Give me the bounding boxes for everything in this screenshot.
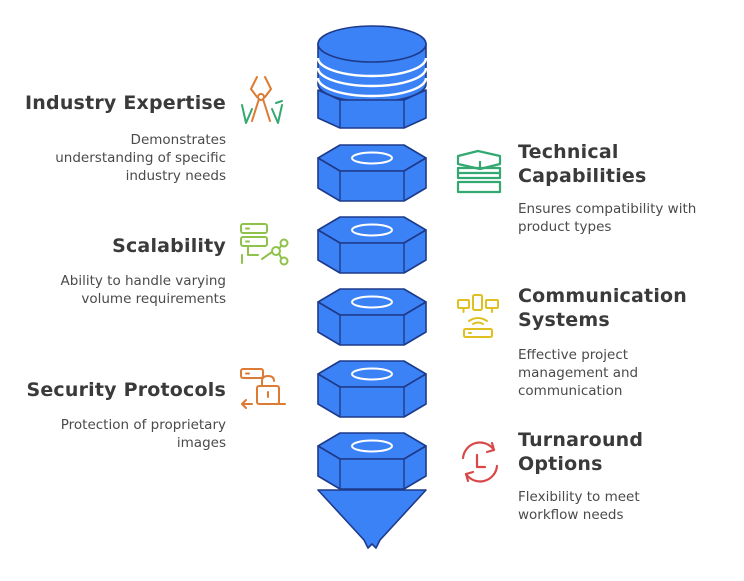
turnaround-options-title: Turnaround Options: [518, 429, 644, 475]
security-protocols-title: Security Protocols: [26, 379, 226, 401]
nut-3-side: [317, 301, 427, 346]
security-protocols-description: Protection of proprietary images: [60, 417, 226, 451]
nut-3-hole: [351, 295, 393, 309]
drill-nut-hole: [351, 439, 393, 453]
cylinder-band-3: [316, 77, 428, 98]
scalability-title: Scalability: [112, 235, 226, 257]
technical-capabilities-title: Technical Capabilities: [518, 141, 647, 187]
top-cylinder-hex-base: [317, 89, 427, 129]
cylinder-band-2: [316, 67, 428, 88]
nut-2-hole: [351, 223, 393, 237]
drill-tip: [317, 489, 427, 549]
scalability-description: Ability to handle varying volume require…: [60, 273, 226, 307]
pliers-icon: [241, 76, 283, 124]
nut-1-hole: [351, 151, 393, 165]
server-network-icon: [240, 223, 289, 266]
drill-nut-side: [317, 445, 427, 490]
clock-cycle-icon: [461, 441, 499, 483]
devices-router-icon: [457, 294, 499, 338]
technical-capabilities-description: Ensures compatibility with product types: [518, 201, 697, 235]
industry-expertise-description: Demonstrates understanding of specific i…: [55, 132, 226, 184]
top-cylinder-cap: [317, 25, 427, 63]
nut-1-side: [317, 157, 427, 202]
padlock-icon: [240, 368, 286, 409]
communication-systems-title: Communication Systems: [518, 285, 688, 331]
industry-expertise-title: Industry Expertise: [25, 92, 226, 114]
turnaround-options-description: Flexibility to meet workflow needs: [518, 489, 640, 523]
cylinder-band-1: [316, 57, 428, 78]
nut-2-side: [317, 229, 427, 274]
communication-systems-description: Effective project management and communi…: [518, 347, 639, 399]
nut-4-hole: [351, 367, 393, 381]
stacked-boxes-icon: [456, 149, 502, 194]
nut-4-side: [317, 373, 427, 418]
